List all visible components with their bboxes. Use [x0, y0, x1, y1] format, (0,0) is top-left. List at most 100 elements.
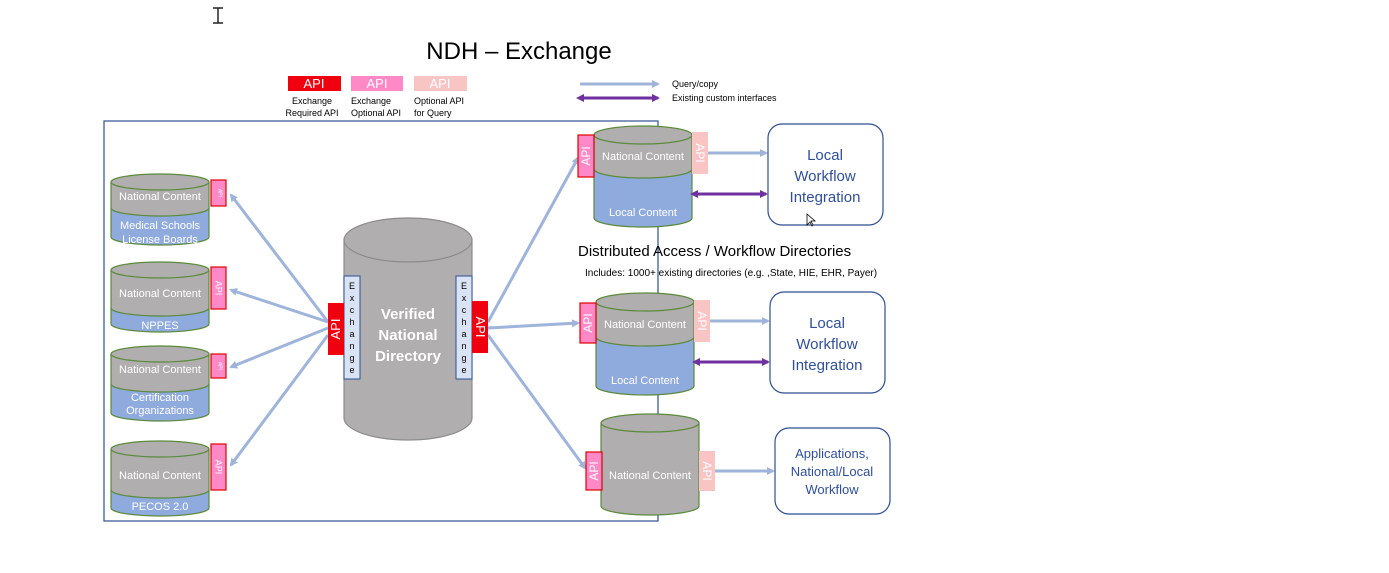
svg-text:a: a	[349, 329, 354, 339]
source-arrows	[229, 193, 330, 467]
target-cylinder-3: National Content API API	[585, 413, 715, 516]
target-1-bottom-label: Local Content	[609, 207, 677, 219]
target-3-applications-box: Applications, National/Local Workflow	[774, 427, 891, 515]
source-4-top-label: National Content	[119, 470, 201, 482]
svg-text:Workflow: Workflow	[805, 482, 859, 497]
source-2-api-badge	[210, 266, 227, 310]
svg-text:c: c	[462, 305, 467, 315]
center-api-left-badge	[328, 303, 344, 355]
source-1-top-label: National Content	[119, 191, 201, 203]
mouse-pointer-icon	[806, 213, 817, 227]
source-1-api-badge	[210, 179, 227, 207]
source-cylinder-4: National Content PECOS 2.0 API	[110, 440, 227, 517]
legend-required-label-1: Exchange	[292, 96, 332, 106]
legend-custom-arrow-label: Existing custom interfaces	[672, 93, 777, 103]
svg-text:h: h	[461, 317, 466, 327]
center-label-3: Directory	[375, 348, 442, 365]
center-api-right-badge	[472, 301, 488, 353]
target-3-api-right-text: API	[700, 461, 714, 480]
target-2-top-label: National Content	[604, 319, 686, 331]
center-api-right-text: API	[473, 317, 488, 338]
target-1-api-left-badge	[577, 134, 595, 178]
legend-query-label-1: Optional API	[414, 96, 464, 106]
target-1-api-right-badge	[692, 132, 708, 174]
legend-query-api-badge	[414, 76, 467, 91]
svg-text:e: e	[349, 365, 354, 375]
legend-optional-label-1: Exchange	[351, 96, 391, 106]
source-3-top-label: National Content	[119, 364, 201, 376]
target-2-workflow-box: Local Workflow Integration	[769, 291, 886, 394]
svg-text:c: c	[350, 305, 355, 315]
source-2-bottom-label-1: NPPES	[141, 320, 178, 332]
legend-optional-api-text: API	[367, 76, 388, 91]
source-4-api-badge	[210, 443, 227, 491]
text-cursor-icon	[213, 7, 223, 24]
source-1-bottom-label-2: License Boards	[122, 234, 198, 246]
target-2-api-left-badge	[579, 302, 597, 344]
target-cylinder-2: National Content Local Content API API	[579, 292, 710, 396]
target-2-api-right-text: API	[695, 311, 709, 330]
legend-query-label-2: for Query	[414, 108, 452, 118]
legend-required-label-2: Required API	[285, 108, 338, 118]
svg-text:Workflow: Workflow	[796, 336, 858, 353]
target-1-workflow-box: Local Workflow Integration	[767, 123, 884, 226]
legend-query-api-text: API	[430, 76, 451, 91]
center-exchange-left	[343, 275, 361, 380]
target-cylinder-1: National Content Local Content API API	[577, 125, 708, 228]
center-label-2: National	[378, 327, 437, 344]
target-2-api-left-text: API	[581, 313, 595, 332]
svg-text:x: x	[350, 293, 355, 303]
diagram-title: NDH – Exchange	[426, 38, 611, 65]
center-label-1: Verified	[381, 306, 435, 323]
source-4-bottom-label-1: PECOS 2.0	[132, 501, 189, 513]
source-1-bottom-label-1: Medical Schools	[120, 220, 201, 232]
svg-text:National/Local: National/Local	[791, 464, 873, 479]
svg-text:h: h	[349, 317, 354, 327]
source-3-bottom-label-1: Certification	[131, 392, 189, 404]
svg-text:Integration: Integration	[792, 357, 863, 374]
svg-text:n: n	[461, 341, 466, 351]
target-3-api-left-text: API	[587, 461, 601, 480]
svg-text:Local: Local	[807, 147, 843, 164]
source-4-api-text: API	[214, 460, 224, 475]
center-exchange-left-letters: E x c h a n g e	[349, 281, 355, 375]
svg-text:a: a	[461, 329, 466, 339]
legend-query-arrow-label: Query/copy	[672, 79, 719, 89]
target-2-api-right-badge	[694, 300, 710, 342]
svg-text:E: E	[349, 281, 355, 291]
svg-text:g: g	[461, 353, 466, 363]
svg-text:e: e	[461, 365, 466, 375]
legend-required-api-badge	[288, 76, 341, 91]
source-cylinder-3: National Content Certification Organizat…	[110, 345, 227, 422]
legend-optional-label-2: Optional API	[351, 108, 401, 118]
svg-text:Integration: Integration	[790, 189, 861, 206]
svg-text:n: n	[349, 341, 354, 351]
target-3-api-right-badge	[699, 451, 715, 491]
source-1-api-text: API	[217, 189, 223, 197]
source-cylinder-2: National Content NPPES API	[110, 261, 227, 333]
svg-text:Workflow: Workflow	[794, 168, 856, 185]
legend-optional-api-badge	[351, 76, 403, 91]
legend-required-api-text: API	[304, 76, 325, 91]
svg-text:g: g	[349, 353, 354, 363]
legend: API Exchange Required API API Exchange O…	[285, 76, 777, 118]
target-2-bottom-label: Local Content	[611, 375, 679, 387]
svg-text:x: x	[462, 293, 467, 303]
svg-text:E: E	[461, 281, 467, 291]
center-exchange-right-letters: E x c h a n g e	[461, 281, 467, 375]
source-2-top-label: National Content	[119, 288, 201, 300]
center-exchange-right	[455, 275, 473, 380]
target-1-api-right-text: API	[693, 143, 707, 162]
target-3-top-label: National Content	[609, 470, 691, 482]
svg-text:Applications,: Applications,	[795, 446, 869, 461]
source-2-api-text: API	[214, 281, 224, 296]
svg-text:Local: Local	[809, 315, 845, 332]
source-3-api-badge	[210, 353, 227, 379]
target-1-top-label: National Content	[602, 151, 684, 163]
source-3-api-text: API	[217, 362, 223, 370]
source-3-bottom-label-2: Organizations	[126, 405, 194, 417]
distributed-heading: Distributed Access / Workflow Directorie…	[578, 243, 851, 260]
target-1-api-left-text: API	[579, 146, 593, 165]
target-arrows	[486, 156, 587, 470]
